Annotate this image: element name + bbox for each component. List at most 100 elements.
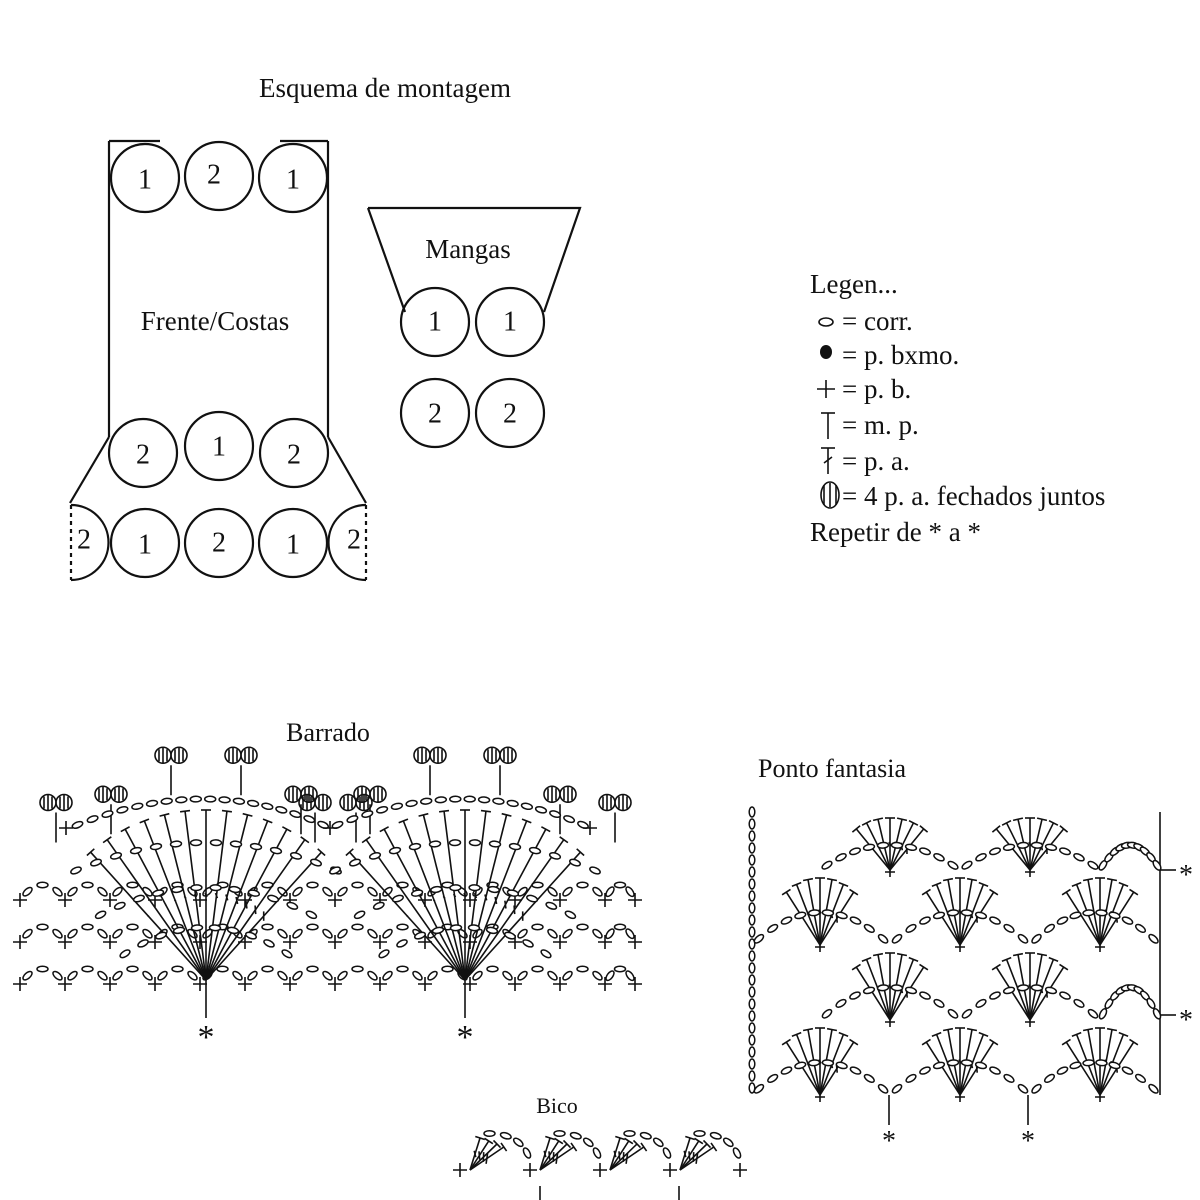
chain-stitch-symbol (157, 970, 168, 981)
chain-stitch-symbol (322, 970, 333, 981)
chain-stitch-symbol (577, 820, 589, 830)
single-crochet-symbol (553, 893, 567, 907)
chain-stitch-symbol (351, 965, 364, 973)
chain-stitch-symbol (662, 1147, 672, 1159)
double-crochet-top (802, 877, 814, 882)
chain-stitch-symbol (1056, 1066, 1069, 1075)
double-crochet-bar (478, 1151, 481, 1160)
chain-stitch-symbol (52, 970, 63, 981)
chain-stitch-symbol (331, 820, 344, 829)
motif-label: 2 (428, 399, 442, 430)
chain-stitch-symbol (1030, 984, 1044, 992)
chain-stitch-symbol (1108, 1061, 1121, 1070)
chain-stitch-symbol (547, 970, 558, 981)
double-crochet-bar (173, 899, 177, 902)
single-crochet-symbol (598, 893, 612, 907)
double-crochet-top (685, 1135, 696, 1141)
motif-label: 2 (207, 160, 221, 191)
chain-stitch-symbol (246, 799, 260, 808)
double-crochet-top (1001, 819, 1012, 826)
chain-stitch-symbol (1043, 1073, 1056, 1084)
chain-stitch-symbol (249, 842, 263, 851)
double-crochet-top (317, 848, 326, 857)
chain-stitch-symbol (1044, 986, 1058, 995)
double-crochet-top (694, 1137, 704, 1145)
single-crochet-symbol (193, 977, 207, 991)
chain-stitch-symbol (101, 810, 114, 818)
chain-stitch-symbol (367, 928, 378, 939)
chain-stitch-symbol (1095, 1059, 1108, 1067)
motif-label: 1 (138, 530, 152, 561)
chain-stitch-symbol (322, 928, 333, 939)
double-crochet-bar (155, 908, 158, 911)
chain-stitch-symbol (748, 986, 756, 998)
chain-stitch-symbol (767, 1073, 779, 1083)
double-crochet-top (989, 888, 999, 896)
chain-stitch-symbol (1108, 911, 1121, 920)
double-crochet-top (1001, 956, 1012, 962)
chain-stitch-symbol (547, 928, 558, 939)
chain-stitch-symbol (960, 1059, 974, 1067)
chain-stitch-symbol (989, 991, 1001, 1000)
chain-stitch-symbol (228, 885, 242, 894)
double-crochet-bar (473, 1150, 477, 1158)
chain-stitch-symbol (821, 1008, 833, 1019)
double-crochet-bar (254, 905, 257, 915)
cluster-bobble-lines (373, 786, 383, 803)
chain-stitch-symbol (189, 839, 203, 847)
chain-stitch-symbol (522, 939, 534, 948)
double-crochet-top (872, 817, 884, 822)
double-crochet-top (570, 1142, 578, 1152)
chain-stitch-symbol (863, 923, 875, 933)
cluster-bobble-lines (288, 786, 298, 803)
chain-stitch-symbol (154, 931, 168, 940)
sleeves-label: Mangas (425, 234, 510, 264)
chain-stitch-symbol (1148, 933, 1159, 944)
chain-stitch-symbol (748, 878, 756, 890)
single-crochet-symbol (815, 942, 825, 952)
chain-stitch-symbol (190, 924, 204, 932)
double-crochet-top (1118, 1031, 1129, 1037)
single-crochet-symbol (103, 893, 117, 907)
double-crochet-top (1106, 1027, 1118, 1032)
chain-stitch-symbol (780, 916, 793, 925)
chain-stitch-symbol (449, 884, 462, 892)
chain-stitch-symbol (767, 923, 779, 933)
double-crochet-top (439, 809, 450, 813)
chain-stitch-symbol (137, 939, 149, 948)
chain-stitch-symbol (1016, 984, 1030, 992)
double-crochet-bar (245, 900, 248, 909)
chain-stitch-symbol (613, 965, 627, 973)
chain-stitch-symbol (187, 970, 198, 981)
chain-stitch-symbol (391, 894, 404, 903)
single-crochet-symbol (885, 1017, 895, 1027)
single-crochet-symbol (328, 935, 342, 949)
chain-stitch-symbol (1030, 841, 1044, 849)
motif-label: 1 (212, 432, 226, 463)
motif-label: 2 (287, 440, 301, 471)
motif-label: 2 (347, 525, 361, 556)
double-crochet-top (501, 812, 512, 817)
chain-stitch-symbol (329, 866, 341, 875)
cluster-bobble-lines (158, 747, 168, 764)
chain-stitch-symbol (890, 841, 904, 849)
legend-item-text: = 4 p. a. fechados juntos (842, 481, 1105, 511)
double-crochet-top (921, 1038, 931, 1046)
chain-stitch-symbol (487, 885, 501, 894)
chain-stitch-symbol (378, 949, 390, 959)
chain-stitch-symbol (468, 884, 481, 892)
chain-stitch-symbol (835, 998, 847, 1008)
double-crochet-top (480, 809, 491, 813)
chain-stitch-symbol (848, 847, 862, 856)
chain-stitch-symbol (109, 852, 123, 860)
chain-stitch-symbol (367, 970, 378, 981)
legend-title: Legen... (810, 269, 898, 299)
chain-stitch-symbol (232, 970, 243, 981)
double-crochet-top (562, 1139, 572, 1149)
slip-stitch-dot-icon (820, 345, 832, 359)
chain-stitch-symbol (589, 866, 601, 875)
chain-stitch-symbol (1031, 1083, 1042, 1094)
chain-stitch-symbol (81, 881, 94, 889)
chain-stitch-symbol (1043, 923, 1056, 934)
double-crochet-top (791, 881, 802, 887)
